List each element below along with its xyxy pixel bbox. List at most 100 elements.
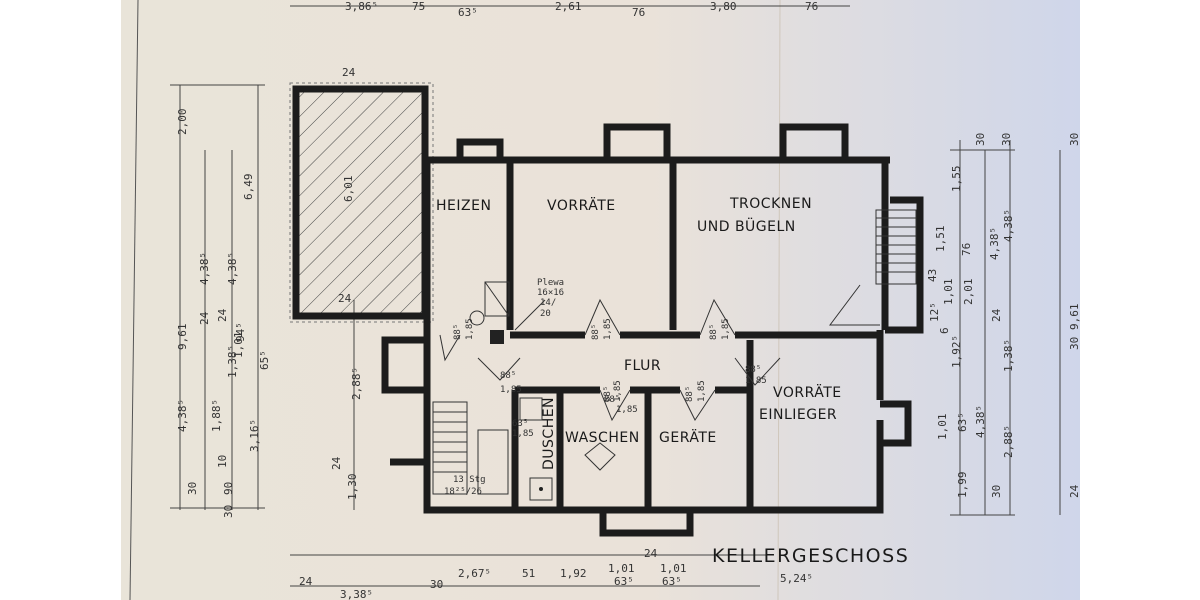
- room-trocknen-line2: UND BÜGELN: [697, 217, 796, 235]
- right-dimension-label: 2,88⁵: [1002, 425, 1015, 458]
- left-dimension-label: 24: [198, 311, 211, 325]
- top-dimension-label: 2,61: [555, 0, 582, 13]
- doors-dimension-label: 1,85: [613, 380, 623, 402]
- right-dimension-label: 1,92⁵: [950, 335, 963, 368]
- left-dimension-label: 4,38⁵: [198, 252, 211, 285]
- doors-dimension-label: 88⁵: [591, 324, 601, 340]
- hatch-top-dim: 24: [342, 66, 356, 79]
- bottom-dimension-label: 5,24⁵: [780, 572, 813, 585]
- left-dimension-label: 1,88⁵: [210, 399, 223, 432]
- right-dimension-label: 9,61: [1068, 304, 1081, 331]
- room-flur: FLUR: [624, 358, 661, 374]
- staircase-right: [875, 209, 917, 285]
- right-dimension-label: 6: [938, 327, 951, 334]
- room-trocknen-line1: TROCKNEN: [729, 196, 812, 212]
- doors-dimension-label: 1,85: [616, 405, 638, 415]
- right-dimension-label: 1,01: [942, 279, 955, 306]
- doors-dimension-label: 1,85: [500, 385, 522, 395]
- doors-dimension-label: 1,85: [745, 376, 767, 386]
- left-dimension-label: 4,38⁵: [226, 252, 239, 285]
- boiler-fixture: [469, 281, 546, 344]
- room-vorraete-einlieger-line1: VORRÄTE: [773, 383, 842, 401]
- left-dimension-label: 6,49: [242, 174, 255, 201]
- stairs-ratio: 18²⁵/26: [444, 487, 482, 497]
- right-dimension-label: 4,38⁵: [1002, 209, 1015, 242]
- doors-dimension-label: 63⁵: [512, 419, 528, 429]
- right-dimension-label: 12⁵: [928, 302, 941, 322]
- room-heizen: HEIZEN: [436, 198, 491, 214]
- right-dimension-label: 1,38⁵: [1002, 339, 1015, 372]
- margin-line: [129, 0, 139, 600]
- dimension-lines: [170, 5, 1061, 587]
- bottom-dimension-label: 24: [644, 547, 658, 560]
- bottom-dimension-label: 51: [522, 567, 535, 580]
- staircase-left: [432, 401, 509, 495]
- hatch-bottom-dim: 24: [338, 292, 352, 305]
- right-dimension-label: 4,38⁵: [988, 227, 1001, 260]
- plewa-label: Plewa: [537, 278, 564, 288]
- doors-dimension-label: 1,85: [603, 318, 613, 340]
- doors-dimension-label: 88⁵: [603, 386, 613, 402]
- left-dimension-label: 1,01: [232, 332, 245, 359]
- left-dimension-label: 4,38⁵: [176, 399, 189, 432]
- plewa-size: 16×16: [537, 288, 564, 298]
- top-dimension-label: 76: [805, 0, 818, 13]
- top-dimension-label: 75: [412, 0, 425, 13]
- right-dimension-label: 30: [1068, 337, 1081, 350]
- left-dimension-label: 90: [222, 482, 235, 495]
- left-dimension-label: 1,30: [346, 474, 359, 501]
- left-dimension-label: 94⁵: [234, 322, 247, 342]
- room-vorraete-einlieger-line2: EINLIEGER: [759, 407, 837, 423]
- room-waschen: WASCHEN: [565, 430, 640, 446]
- right-dimension-label: 24: [1068, 484, 1081, 498]
- room-duschen: DUSCHEN: [541, 397, 557, 470]
- bottom-dimension-label: 30: [430, 578, 443, 591]
- bottom-dimension-label: 2,67⁵: [458, 567, 491, 580]
- right-dimension-label: 1,51: [934, 226, 947, 253]
- right-dimension-label: 30: [1068, 133, 1081, 146]
- right-dimension-label: 30: [1000, 133, 1013, 146]
- left-dimension-label: 24: [330, 456, 343, 470]
- left-dimension-label: 30: [222, 505, 235, 518]
- right-dimension-label: 1,01: [936, 414, 949, 441]
- doors-dimension-label: 88⁵: [500, 371, 516, 381]
- right-dimension-label: 1,55: [950, 166, 963, 193]
- left-dimension-label: 1,38⁵: [226, 345, 239, 378]
- bottom-dimension-label: 1,01: [608, 562, 635, 575]
- left-dimension-label: 3,16⁵: [248, 419, 261, 452]
- hatched-area: [292, 85, 429, 320]
- bottom-dimension-label: 1,92: [560, 567, 587, 580]
- doors-dimension-label: 1,85: [721, 318, 731, 340]
- plewa-ratio-bottom: 20: [540, 309, 551, 319]
- top-dimension-label: 63⁵: [458, 6, 478, 19]
- right-dimension-label: 24: [990, 308, 1003, 322]
- right-dimension-label: 30: [990, 485, 1003, 498]
- room-vorraete: VORRÄTE: [547, 196, 616, 214]
- paper-fold: [777, 0, 781, 600]
- left-dimension-label: 9,61: [176, 324, 189, 351]
- light-wells: [456, 123, 924, 537]
- doors-dimension-label: 88⁵: [685, 386, 695, 402]
- doors-dimension-label: 1,85: [697, 380, 707, 402]
- doors-dimension-label: 88⁵: [709, 324, 719, 340]
- plewa-ratio-top: 14/: [540, 298, 556, 308]
- bottom-dimension-label: 24: [299, 575, 313, 588]
- right-dimension-label: 2,01: [962, 279, 975, 306]
- top-dimension-label: 3,86⁵: [345, 0, 378, 13]
- bottom-dimension-label: 63⁵: [614, 575, 634, 588]
- left-dimension-label: 2,00: [176, 109, 189, 136]
- bottom-dimension-label: 3,38⁵: [340, 588, 373, 600]
- doors-dimension-label: 88⁵: [745, 365, 761, 375]
- doors-dimension-label: 88⁵: [604, 395, 620, 405]
- room-geraete: GERÄTE: [659, 428, 717, 446]
- shower-fixture: [519, 397, 616, 501]
- top-dimension-label: 3,80: [710, 0, 737, 13]
- right-dimension-label: 63⁵: [956, 412, 969, 432]
- left-dimension-label: 24: [216, 308, 229, 322]
- left-dimension-label: 10: [216, 455, 229, 468]
